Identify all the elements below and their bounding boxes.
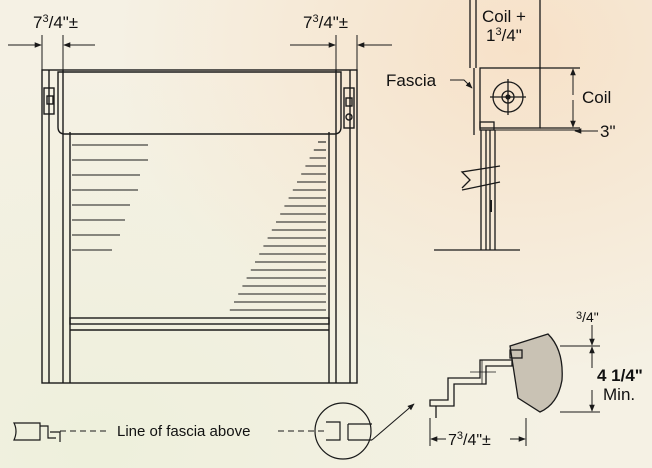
right-width-dimension-label: 73/4"± [303,13,348,32]
side-section [434,0,598,251]
plan-strip [13,402,415,460]
left-guide-plan-tab [50,431,61,442]
coil-plus-label: Coil + [482,7,526,26]
detail-tab [509,349,523,359]
bottom-width-label: 73/4"± [448,430,491,449]
coil-label: Coil [582,88,611,107]
line-of-fascia-label: Line of fascia above [117,423,250,440]
fascia-label: Fascia [386,71,437,90]
guide-clip [479,121,495,131]
curtain-slats [72,141,326,311]
callout-guide [326,421,341,441]
left-bracket [43,87,55,115]
coil-housing [479,67,541,129]
fascia-leader [450,79,473,89]
bottom-bar [69,317,330,325]
jamb-detail [429,325,600,446]
jamb-angle [429,359,513,407]
left-width-dimension-label: 73/4"± [33,13,78,32]
door-elevation [41,69,358,384]
detail-callout-circle [314,402,372,460]
hood [57,71,342,135]
break-symbol [460,165,501,191]
left-guide-plan [40,425,56,439]
min-label: Min. [603,385,635,404]
callout-wall [347,423,372,441]
callout-leader [371,403,415,441]
three-quarter-label: 3/4" [576,309,599,325]
right-bracket-detail [345,97,353,107]
left-wall-section [13,422,41,441]
hood-end-section [509,333,563,413]
left-bracket-detail [46,95,54,105]
top-dimensions [8,35,392,70]
min-height-label: 4 1/4" [597,366,643,385]
coil-plus-fraction-label: 13/4" [486,26,522,45]
door-opening-frame [41,69,358,384]
three-inch-label: 3" [600,122,616,141]
right-bracket [343,87,355,129]
right-bracket-bolt [345,113,353,121]
